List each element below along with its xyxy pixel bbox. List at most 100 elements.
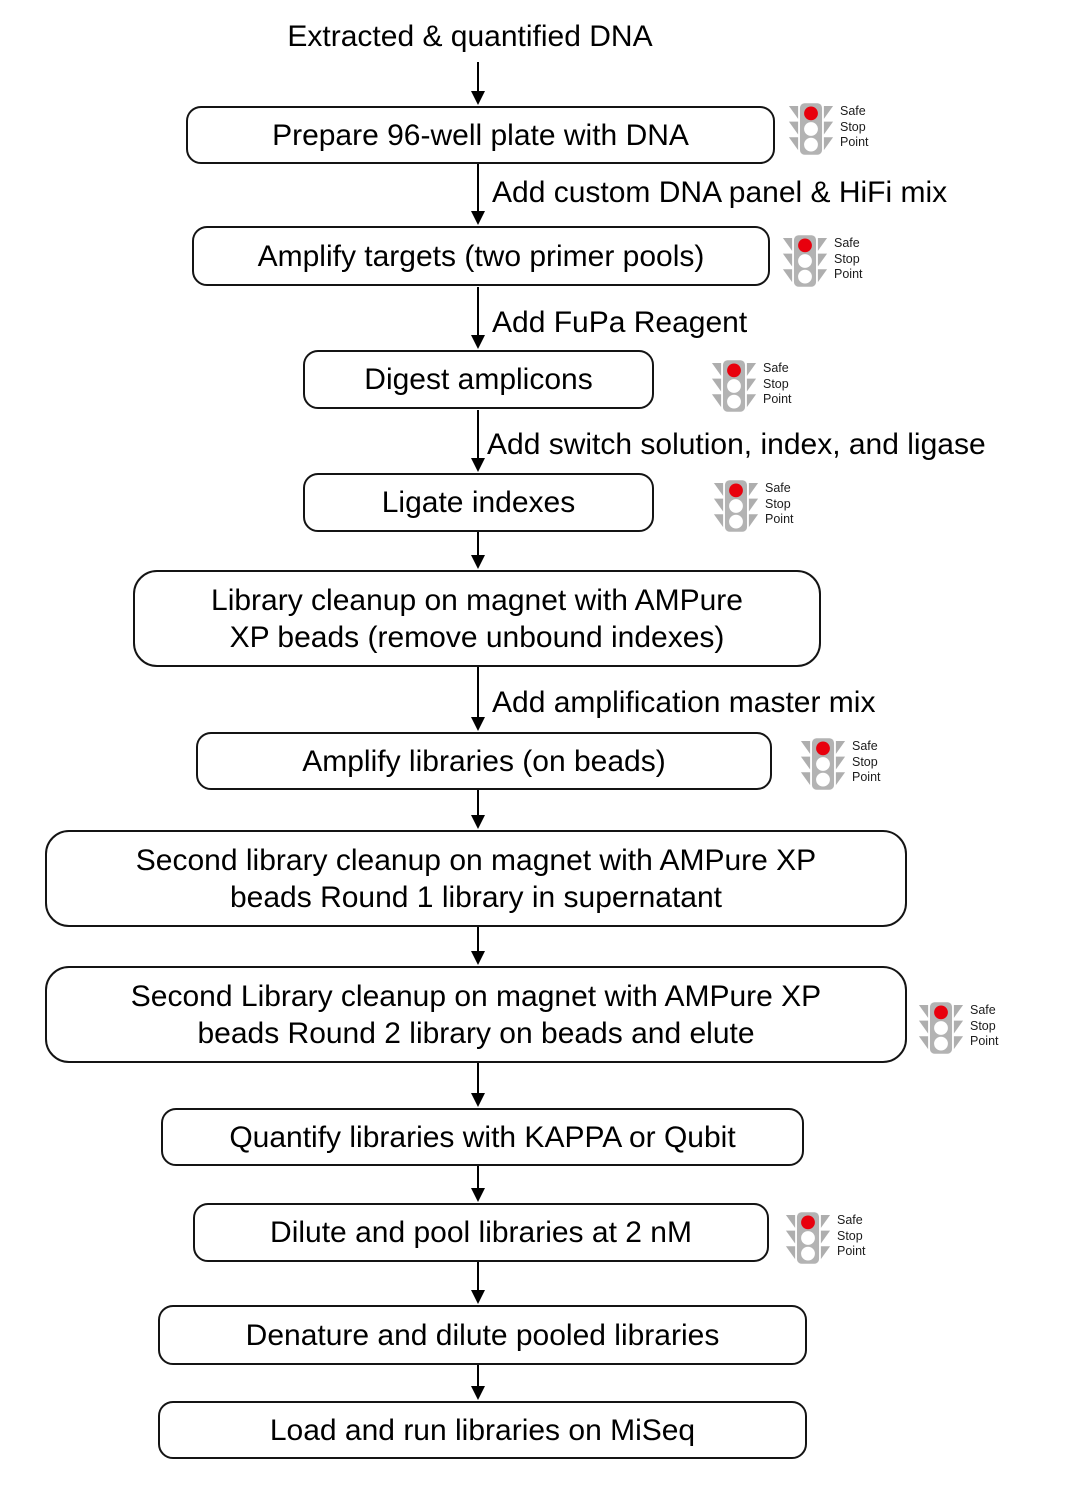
arrowhead-icon (470, 951, 485, 965)
step-label-line-1: Library cleanup on magnet with AMPure (211, 583, 743, 617)
safe-stop-point-label: Safe Stop Point (970, 1000, 999, 1050)
arrow-shaft (476, 164, 479, 211)
arrow-shaft (476, 1262, 479, 1290)
step-amplify-libraries: Amplify libraries (on beads) (196, 732, 772, 790)
safe-stop-word-stop: Stop (970, 1018, 996, 1033)
traffic-light-icon (782, 235, 828, 287)
arrowhead-icon (470, 1188, 485, 1202)
flow-arrow-down (470, 62, 485, 105)
safe-stop-word-stop: Stop (852, 754, 878, 769)
safe-stop-point-indicator: Safe Stop Point (785, 1210, 866, 1266)
step-digest-amplicons: Digest amplicons (303, 350, 654, 409)
step-label-line-1: Second library cleanup on magnet with AM… (135, 843, 817, 877)
safe-stop-word-safe: Safe (763, 361, 789, 375)
arrowhead-icon (470, 91, 485, 105)
arrowhead-icon (470, 555, 485, 569)
step-label-line-2: beads Round 1 library in supernatant (230, 880, 722, 914)
safe-stop-word-point: Point (852, 770, 881, 784)
traffic-light-icon (713, 480, 759, 532)
step-load-and-run-miseq: Load and run libraries on MiSeq (158, 1401, 807, 1459)
safe-stop-point-indicator: Safe Stop Point (800, 736, 881, 792)
edge-label-add-custom-panel: Add custom DNA panel & HiFi mix (492, 176, 948, 209)
safe-stop-word-stop: Stop (765, 496, 791, 511)
arrowhead-icon (470, 717, 485, 731)
step-label: Quantify libraries with KAPPA or Qubit (229, 1120, 736, 1154)
safe-stop-point-indicator: Safe Stop Point (918, 1000, 999, 1056)
flow-arrow-down (470, 287, 485, 349)
step-label: Ligate indexes (381, 486, 576, 519)
step-quantify-libraries: Quantify libraries with KAPPA or Qubit (161, 1108, 804, 1166)
safe-stop-point-label: Safe Stop Point (852, 736, 881, 786)
arrowhead-icon (470, 815, 485, 829)
traffic-light-icon (711, 360, 757, 412)
safe-stop-point-indicator: Safe Stop Point (711, 358, 792, 414)
arrow-shaft (476, 532, 479, 555)
safe-stop-point-indicator: Safe Stop Point (713, 478, 794, 534)
traffic-light-icon (800, 738, 846, 790)
flow-arrow-down (470, 532, 485, 569)
arrow-shaft (476, 790, 479, 815)
flow-arrow-down (470, 1166, 485, 1202)
traffic-light-icon (788, 103, 834, 155)
step-label: Amplify libraries (on beads) (302, 744, 666, 778)
arrowhead-icon (470, 1386, 485, 1400)
arrow-shaft (476, 287, 479, 335)
safe-stop-word-safe: Safe (852, 739, 878, 753)
arrow-shaft (476, 1365, 479, 1386)
arrowhead-icon (470, 335, 485, 349)
safe-stop-point-label: Safe Stop Point (763, 358, 792, 408)
step-ligate-indexes: Ligate indexes (303, 473, 654, 532)
edge-label-add-fupa-reagent: Add FuPa Reagent (492, 306, 748, 339)
arrow-shaft (476, 62, 479, 91)
step-label-line-1: Second Library cleanup on magnet with AM… (130, 979, 822, 1013)
safe-stop-word-point: Point (765, 512, 794, 526)
safe-stop-point-label: Safe Stop Point (765, 478, 794, 528)
step-label-line-2: beads Round 2 library on beads and elute (197, 1016, 755, 1050)
flow-arrow-down (470, 164, 485, 225)
edge-label-add-master-mix: Add amplification master mix (492, 686, 876, 719)
arrowhead-icon (470, 1093, 485, 1107)
arrowhead-icon (470, 211, 485, 225)
safe-stop-point-label: Safe Stop Point (840, 101, 869, 151)
flow-arrow-down (470, 667, 485, 731)
step-prepare-96-well-plate: Prepare 96-well plate with DNA (186, 106, 775, 164)
step-label: Amplify targets (two primer pools) (257, 239, 705, 273)
safe-stop-word-point: Point (837, 1244, 866, 1258)
arrowhead-icon (470, 458, 485, 472)
safe-stop-word-point: Point (840, 135, 869, 149)
flow-arrow-down (470, 927, 485, 965)
step-library-cleanup: Library cleanup on magnet with AMPure XP… (133, 570, 821, 667)
safe-stop-word-safe: Safe (765, 481, 791, 495)
safe-stop-word-stop: Stop (837, 1228, 863, 1243)
arrow-shaft (476, 1063, 479, 1093)
start-node-label: Extracted & quantified DNA (287, 20, 653, 53)
safe-stop-point-indicator: Safe Stop Point (782, 233, 863, 289)
safe-stop-word-safe: Safe (837, 1213, 863, 1227)
step-second-cleanup-round-1: Second library cleanup on magnet with AM… (45, 830, 907, 927)
step-second-cleanup-round-2: Second Library cleanup on magnet with AM… (45, 966, 907, 1063)
flow-arrow-down (470, 1262, 485, 1304)
safe-stop-word-point: Point (834, 267, 863, 281)
traffic-light-icon (918, 1002, 964, 1054)
step-label: Denature and dilute pooled libraries (245, 1318, 720, 1352)
flow-arrow-down (470, 1063, 485, 1107)
arrow-shaft (476, 667, 479, 717)
arrow-shaft (476, 410, 479, 458)
arrow-shaft (476, 1166, 479, 1188)
step-denature-and-dilute: Denature and dilute pooled libraries (158, 1305, 807, 1365)
flow-arrow-down (470, 410, 485, 472)
edge-label-add-switch-solution: Add switch solution, index, and ligase (487, 428, 986, 461)
safe-stop-word-stop: Stop (763, 376, 789, 391)
traffic-light-icon (785, 1212, 831, 1264)
step-label: Load and run libraries on MiSeq (269, 1413, 696, 1447)
safe-stop-point-label: Safe Stop Point (837, 1210, 866, 1260)
safe-stop-word-safe: Safe (834, 236, 860, 250)
step-label: Prepare 96-well plate with DNA (272, 118, 689, 152)
arrowhead-icon (470, 1290, 485, 1304)
step-dilute-and-pool: Dilute and pool libraries at 2 nM (193, 1203, 769, 1262)
arrow-shaft (476, 927, 479, 951)
safe-stop-word-stop: Stop (840, 119, 866, 134)
step-label: Digest amplicons (364, 363, 593, 396)
safe-stop-word-safe: Safe (840, 104, 866, 118)
